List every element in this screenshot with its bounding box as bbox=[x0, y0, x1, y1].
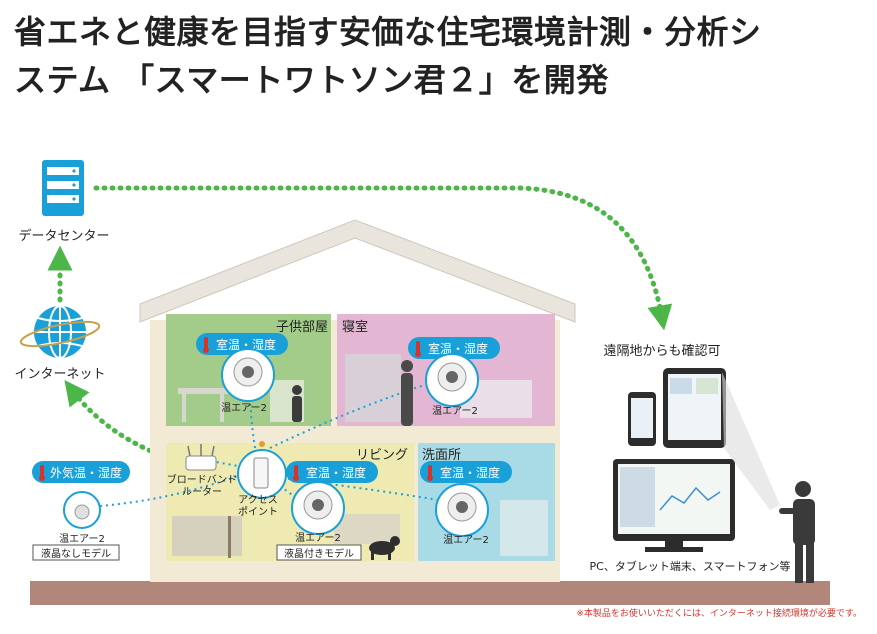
svg-text:室温・湿度: 室温・湿度 bbox=[440, 465, 500, 480]
internet-requirement-note: ※本製品をお使いいただくには、インターネット接続環境が必要です。 bbox=[576, 607, 862, 619]
tablet-icon bbox=[663, 368, 726, 448]
badge-bedroom: 室温・湿度 bbox=[408, 337, 500, 359]
sensor-bedroom: 温エアー2 bbox=[425, 353, 479, 417]
svg-text:室温・湿度: 室温・湿度 bbox=[216, 337, 276, 352]
monitor-icon bbox=[613, 459, 735, 552]
internet-label: インターネット bbox=[14, 367, 105, 382]
access-point-icon bbox=[237, 441, 287, 499]
svg-text:液晶なしモデル: 液晶なしモデル bbox=[41, 547, 111, 560]
sensor-kids: 温エアー2 bbox=[221, 348, 275, 414]
page-title: 省エネと健康を目指す安価な住宅環境計測・分析シ ステム 「スマートワトソン君２」… bbox=[14, 8, 864, 104]
data-center-label: データセンター bbox=[18, 228, 109, 244]
svg-text:温エアー2: 温エアー2 bbox=[295, 532, 341, 544]
router-label-1: ブロードバンド bbox=[167, 473, 238, 486]
room-label-washroom: 洗面所 bbox=[422, 448, 461, 463]
model-label-lcd: 液晶付きモデル bbox=[276, 544, 362, 561]
title-line-2: ステム 「スマートワトソン君２」を開発 bbox=[14, 61, 609, 99]
router-label-2: ルーター bbox=[182, 486, 222, 498]
ap-label-2: ポイント bbox=[238, 506, 278, 518]
sensor-outdoor: 温エアー2 bbox=[59, 491, 105, 545]
badge-outdoor: 外気温・湿度 bbox=[32, 461, 130, 483]
man-silhouette bbox=[779, 481, 815, 583]
badge-washroom: 室温・湿度 bbox=[420, 461, 512, 483]
svg-text:温エアー2: 温エアー2 bbox=[221, 402, 267, 414]
svg-text:温エアー2: 温エアー2 bbox=[443, 534, 489, 546]
remote-access-label: 遠隔地からも確認可 bbox=[603, 343, 720, 359]
server-icon bbox=[42, 160, 84, 216]
svg-text:室温・湿度: 室温・湿度 bbox=[306, 465, 366, 480]
smartphone-icon bbox=[628, 392, 656, 446]
room-label-kids: 子供部屋 bbox=[276, 320, 328, 335]
devices-label: PC、タブレット端末、スマートフォン等 bbox=[590, 559, 791, 573]
projection-beam bbox=[722, 372, 780, 510]
svg-text:室温・湿度: 室温・湿度 bbox=[428, 341, 488, 356]
badge-kids: 室温・湿度 bbox=[196, 333, 288, 355]
room-label-living: リビング bbox=[356, 448, 408, 463]
badge-living: 室温・湿度 bbox=[286, 461, 378, 483]
svg-text:外気温・湿度: 外気温・湿度 bbox=[50, 465, 122, 480]
ground bbox=[30, 581, 830, 605]
title-line-1: 省エネと健康を目指す安価な住宅環境計測・分析シ bbox=[14, 13, 762, 51]
woman-silhouette bbox=[401, 360, 413, 426]
sensor-living: 温エアー2 bbox=[291, 481, 345, 544]
svg-text:液晶付きモデル: 液晶付きモデル bbox=[284, 547, 354, 560]
globe-icon bbox=[19, 305, 101, 359]
dog-silhouette bbox=[369, 536, 400, 560]
ap-label-1: アクセス bbox=[238, 494, 278, 506]
house bbox=[139, 219, 576, 582]
room-label-bedroom: 寝室 bbox=[342, 319, 368, 335]
model-label-no-lcd: 液晶なしモデル bbox=[32, 544, 120, 561]
svg-text:温エアー2: 温エアー2 bbox=[59, 533, 105, 545]
router-icon bbox=[185, 444, 217, 471]
svg-text:温エアー2: 温エアー2 bbox=[432, 405, 478, 417]
child-silhouette bbox=[292, 385, 302, 422]
sensor-washroom: 温エアー2 bbox=[435, 483, 489, 546]
